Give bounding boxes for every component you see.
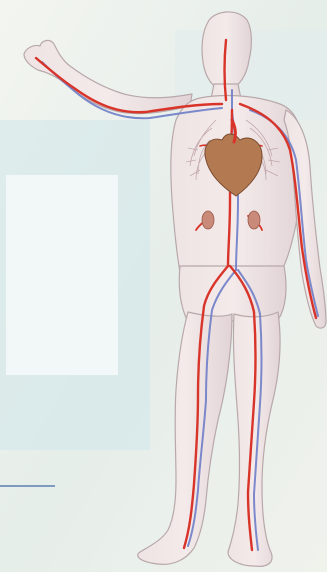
backdrop-window <box>6 175 118 375</box>
